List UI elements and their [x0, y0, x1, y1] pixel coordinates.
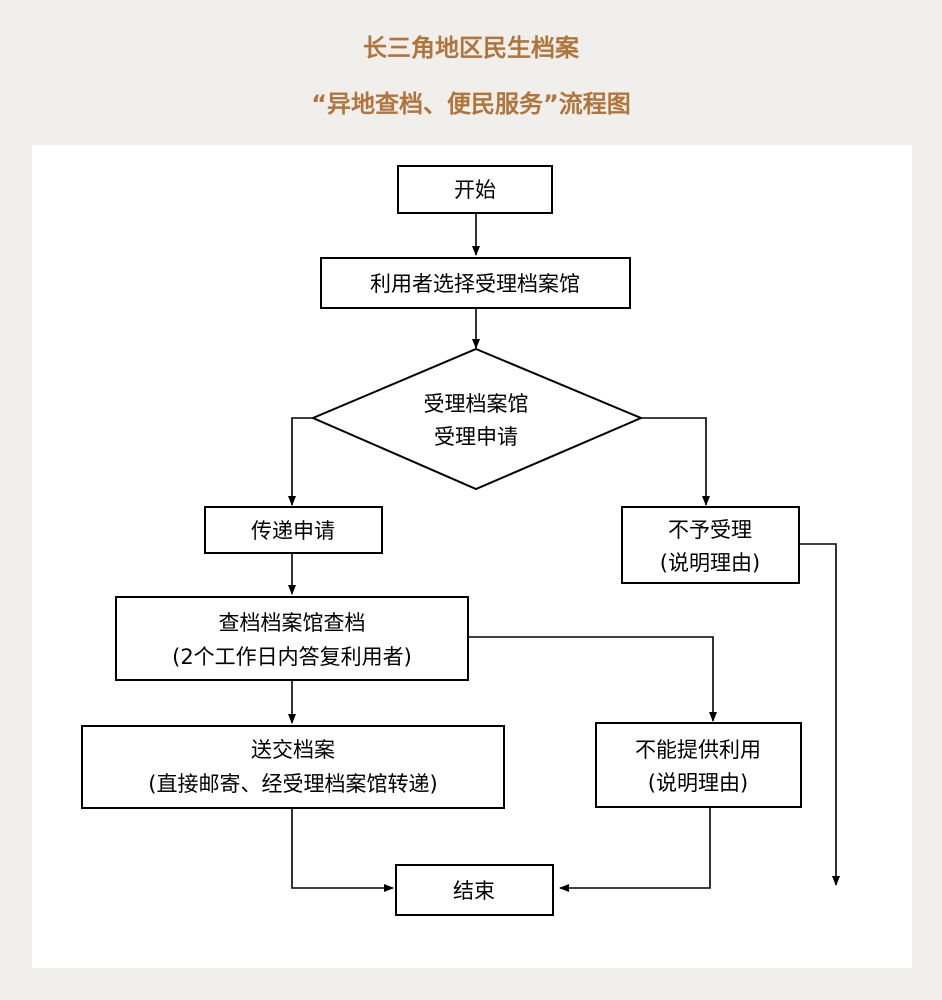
edge-reject-end: [800, 543, 840, 886]
node-reject: 不予受理 (说明理由): [621, 506, 800, 584]
node-end: 结束: [395, 864, 554, 916]
edge-accept-reject: [641, 417, 710, 506]
node-select-label: 利用者选择受理档案馆: [370, 272, 580, 296]
node-unable-label-2: (说明理由): [648, 771, 748, 795]
node-select: 利用者选择受理档案馆: [320, 257, 631, 309]
node-end-label: 结束: [453, 879, 495, 903]
node-transmit-label: 传递申请: [251, 519, 335, 543]
node-lookup-label-2: (2个工作日内答复利用者): [172, 645, 412, 669]
node-unable: 不能提供利用 (说明理由): [595, 722, 802, 808]
edges: [288, 214, 840, 892]
node-reject-label-1: 不予受理: [668, 518, 752, 542]
node-accept-label-2: 受理申请: [434, 425, 518, 449]
node-accept-decision: 受理档案馆 受理申请: [310, 347, 644, 491]
node-start-label: 开始: [454, 178, 496, 202]
node-deliver: 送交档案 (直接邮寄、经受理档案馆转递): [81, 725, 505, 809]
node-deliver-label-2: (直接邮寄、经受理档案馆转递): [148, 772, 437, 796]
edge-lookup-unable: [468, 636, 717, 722]
diagram-title: 长三角地区民生档案: [363, 34, 579, 62]
node-start: 开始: [397, 165, 553, 214]
node-lookup: 查档档案馆查档 (2个工作日内答复利用者): [115, 596, 469, 681]
node-reject-label-2: (说明理由): [660, 551, 760, 575]
diagram-subtitle: “异地查档、便民服务”流程图: [311, 90, 631, 118]
node-accept-label-1: 受理档案馆: [424, 392, 529, 416]
node-lookup-label-1: 查档档案馆查档: [219, 611, 366, 635]
edge-accept-transmit: [288, 417, 313, 506]
node-transmit: 传递申请: [204, 506, 383, 554]
edge-unable-end: [559, 808, 711, 892]
edge-deliver-end: [291, 808, 394, 892]
node-deliver-label-1: 送交档案: [251, 738, 335, 762]
node-unable-label-1: 不能提供利用: [635, 738, 761, 762]
